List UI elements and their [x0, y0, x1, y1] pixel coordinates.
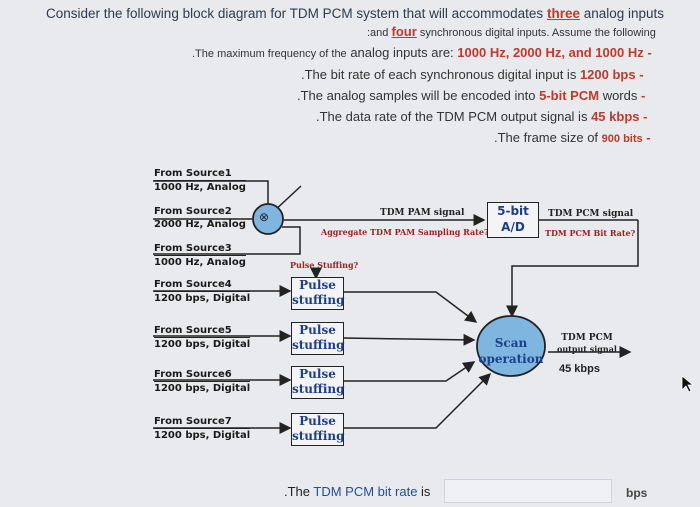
source-5: From Source5 1200 bps, Digital	[154, 325, 251, 350]
source-name: From Source6	[154, 369, 232, 380]
pulse-label: Pulse	[299, 278, 336, 292]
question-text-end: synchronous digital inputs. Assume the f…	[419, 27, 656, 39]
source-desc: 1200 bps, Digital	[154, 428, 251, 441]
wire-ps1	[343, 291, 478, 323]
tdm-pam-rate-label: Aggregate TDM PAM Sampling Rate?	[321, 227, 489, 237]
bullet-text: .The bit rate of each synchronous digita…	[301, 67, 577, 82]
bullet-dash: -	[641, 88, 646, 103]
stuffing-label: stuffing	[292, 293, 345, 307]
output-rate-label: 45 kbps	[559, 363, 600, 375]
commutator-circle	[252, 203, 284, 235]
source-name: From Source7	[154, 416, 232, 427]
source-desc: 1200 bps, Digital	[154, 337, 251, 350]
tdm-pcm-signal-label: TDM PCM signal	[548, 209, 634, 219]
bullet-frame-size: .The frame size of 900 bits -	[494, 130, 651, 145]
answer-prompt-pre: .The	[284, 484, 311, 499]
answer-prompt-end: is	[421, 484, 431, 499]
stuffing-label: stuffing	[292, 338, 345, 352]
pulse-label: Pulse	[299, 414, 336, 428]
operation-label: operation	[478, 352, 544, 366]
source-6: From Source6 1200 bps, Digital	[154, 369, 251, 394]
pulse-stuffing-box-1: Pulse stuffing	[291, 277, 345, 310]
bullet-bit-rate: .The bit rate of each synchronous digita…	[301, 67, 644, 82]
bullet-text: .The data rate of the TDM PCM output sig…	[316, 109, 588, 124]
bullet-dash: -	[639, 67, 644, 82]
ad-label: A/D	[501, 220, 525, 234]
bullet-value: 1000 Hz, 2000 Hz, and 1000 Hz	[457, 45, 644, 60]
source-desc: 1000 Hz, Analog	[154, 255, 246, 268]
answer-prompt: .The TDM PCM bit rate is	[284, 484, 430, 499]
scan-operation-label: Scan operation	[478, 335, 544, 367]
tdm-pcm-bitrate-question: TDM PCM Bit Rate?	[545, 228, 636, 238]
wire-ps4	[343, 372, 492, 429]
wire-feedback	[506, 220, 639, 318]
question-text-end: analog inputs	[583, 6, 665, 21]
source-name: From Source4	[154, 279, 232, 290]
bullet-value: 5-bit PCM	[539, 88, 600, 103]
ad-bits-label: 5-bit	[497, 204, 529, 218]
source-3: From Source3 1000 Hz, Analog	[154, 243, 246, 268]
bullet-text: .The analog samples will be encoded into	[297, 88, 536, 103]
source-name: From Source5	[154, 325, 232, 336]
question-line-2: :and four synchronous digital inputs. As…	[367, 24, 656, 39]
wire-ps2	[342, 333, 476, 346]
pulse-stuffing-box-3: Pulse stuffing	[291, 366, 345, 399]
source-7: From Source7 1200 bps, Digital	[154, 416, 251, 441]
stuffing-label: stuffing	[292, 382, 345, 396]
bullet-text: .The maximum frequency of the	[192, 48, 347, 60]
output-title: TDM PCM	[561, 333, 613, 343]
pulse-stuffing-box-2: Pulse stuffing	[291, 322, 345, 355]
bullet-value: 45 kbps	[591, 109, 640, 124]
stuffing-label: stuffing	[292, 429, 345, 443]
source-4: From Source4 1200 bps, Digital	[154, 279, 251, 304]
scan-label: Scan	[494, 336, 528, 350]
bullet-dash: -	[647, 45, 652, 60]
highlight-three: three	[546, 6, 580, 21]
source-desc: 1000 Hz, Analog	[154, 180, 246, 193]
bullet-text-end: words	[602, 88, 638, 103]
pulse-label: Pulse	[299, 367, 336, 381]
answer-input[interactable]	[444, 479, 612, 503]
source-desc: 1200 bps, Digital	[154, 381, 251, 394]
question-line-1: Consider the following block diagram for…	[46, 6, 664, 21]
source-2: From Source2 2000 Hz, Analog	[154, 206, 246, 230]
source-desc: 2000 Hz, Analog	[154, 219, 246, 230]
bullet-text: analog inputs are:	[350, 45, 454, 60]
source-1: From Source1 1000 Hz, Analog	[154, 168, 246, 193]
bullet-text: .The frame size of	[494, 130, 599, 145]
bullet-dash: -	[646, 130, 651, 145]
highlight-four: four	[391, 24, 417, 39]
tdm-pcm-output-label: TDM PCM output signal	[557, 333, 617, 355]
scan-circle	[476, 315, 546, 377]
question-text: Consider the following block diagram for…	[46, 6, 544, 21]
source-desc: 1200 bps, Digital	[154, 291, 251, 304]
wire-source3	[153, 226, 301, 255]
source-name: From Source1	[154, 168, 232, 179]
pulse-stuffing-question: Pulse Stuffing?	[290, 260, 359, 270]
bullet-max-frequency: .The maximum frequency of the analog inp…	[192, 45, 652, 60]
bullet-value: 900 bits	[601, 133, 643, 145]
pulse-label: Pulse	[299, 323, 336, 337]
bullet-value: 1200 bps	[579, 67, 636, 82]
output-subtitle: output signal	[557, 344, 617, 354]
bullet-data-rate: .The data rate of the TDM PCM output sig…	[316, 109, 647, 124]
question-text: :and	[367, 27, 389, 39]
answer-unit: bps	[626, 486, 648, 500]
pulse-stuffing-box-4: Pulse stuffing	[291, 413, 345, 446]
answer-prompt-key: TDM PCM bit rate	[313, 484, 418, 499]
source-name: From Source3	[154, 243, 232, 254]
source-name: From Source2	[154, 206, 232, 217]
bullet-dash: -	[643, 109, 648, 124]
wire-source1	[153, 180, 269, 205]
wire-ps3	[343, 361, 476, 382]
tdm-pam-signal-label: TDM PAM signal	[380, 208, 465, 218]
ad-converter-box: 5-bit A/D	[487, 202, 539, 238]
commutator-icon: ⊗	[259, 210, 270, 224]
bullet-encoding: .The analog samples will be encoded into…	[297, 88, 645, 103]
